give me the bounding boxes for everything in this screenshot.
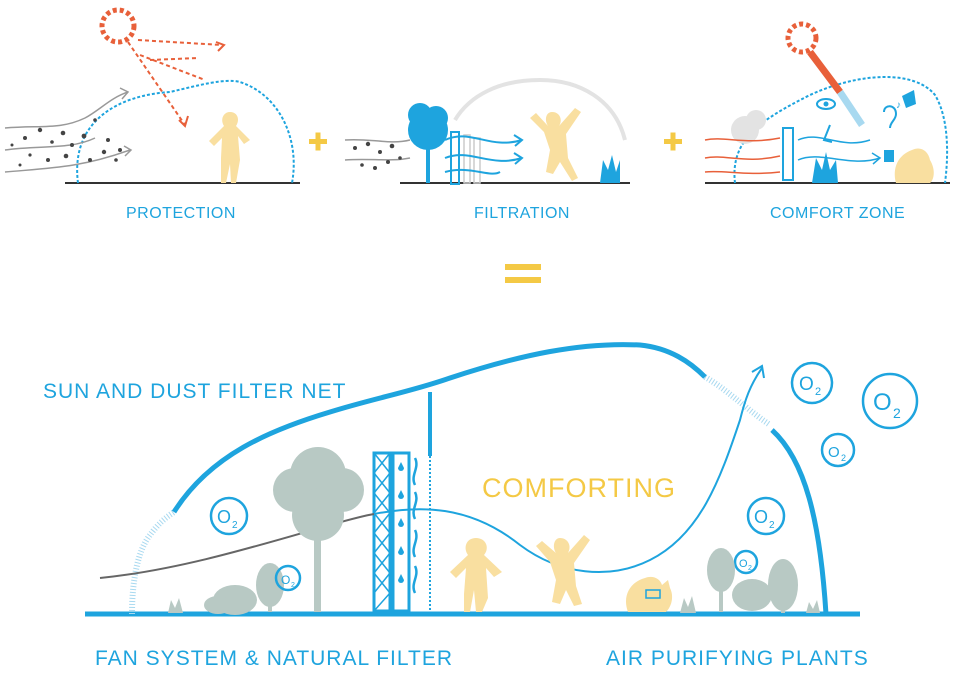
svg-text:2: 2 (769, 520, 775, 531)
eye-icon (816, 98, 836, 110)
relaxing-person-figure (625, 576, 673, 612)
svg-text:O: O (739, 558, 748, 570)
cup-icon (884, 150, 894, 162)
svg-text:O: O (217, 507, 231, 527)
label-comforting: COMFORTING (482, 473, 676, 503)
relaxing-person-figure (894, 148, 934, 183)
label-comfort-zone: COMFORT ZONE (770, 205, 906, 222)
svg-text:O: O (828, 444, 840, 461)
label-air-purifying-plants: AIR PURIFYING PLANTS (606, 647, 869, 670)
plant-icon (812, 152, 838, 183)
plant-icon (600, 155, 620, 183)
filter-panel-icon (782, 127, 794, 181)
panel-filtration (344, 77, 630, 185)
clean-air-path (373, 367, 763, 573)
nose-icon (822, 124, 833, 143)
dust-particles (10, 118, 122, 167)
filter-net-canopy (171, 342, 707, 514)
filter-net-right (770, 428, 829, 615)
svg-text:2: 2 (893, 405, 901, 421)
label-fan-system: FAN SYSTEM & NATURAL FILTER (95, 647, 453, 670)
svg-text:2: 2 (232, 520, 238, 531)
svg-text:O: O (281, 573, 290, 587)
dancing-person-figure (530, 108, 581, 181)
sun-beam (807, 49, 843, 95)
fan-system-filter (372, 451, 418, 613)
dancing-person-figure (536, 535, 590, 606)
ear-icon (883, 105, 898, 129)
sun-icon (99, 7, 137, 45)
laptop-icon (645, 589, 661, 599)
equals-sign (505, 264, 541, 283)
mesh-left (129, 509, 176, 615)
svg-text:O: O (799, 374, 814, 395)
tree-group-left (168, 447, 364, 615)
filter-panel-icon (450, 131, 460, 185)
svg-text:2: 2 (291, 582, 295, 589)
svg-text:2: 2 (815, 386, 821, 398)
svg-text:O: O (873, 389, 892, 416)
svg-text:2: 2 (841, 453, 846, 463)
clean-air-arrows (444, 135, 523, 175)
svg-text:O: O (754, 507, 768, 527)
sun-icon (785, 21, 819, 55)
music-note-icon: ♪ (896, 100, 901, 111)
panel-protection (4, 7, 300, 184)
polluted-air-path (99, 513, 375, 579)
faded-dome (453, 77, 627, 141)
label-protection: PROTECTION (126, 205, 236, 222)
panel-comfort-zone: ♪ (704, 21, 950, 184)
sun-rays (127, 39, 223, 126)
wind-lines (4, 91, 131, 173)
plus-sign-1 (309, 132, 327, 151)
protection-dome (76, 79, 295, 184)
speaker-icon (902, 90, 916, 108)
svg-text:2: 2 (748, 565, 752, 572)
label-filter-net: SUN AND DUST FILTER NET (43, 380, 347, 403)
airflow-arrowhead (751, 364, 765, 379)
oxygen-bubbles (209, 361, 919, 592)
label-filtration: FILTRATION (474, 205, 570, 222)
plus-sign-2 (664, 132, 682, 151)
tree-group-right (680, 548, 820, 613)
mesh-right (703, 374, 772, 428)
standing-person-figure (450, 538, 502, 612)
person-figure (209, 112, 250, 183)
